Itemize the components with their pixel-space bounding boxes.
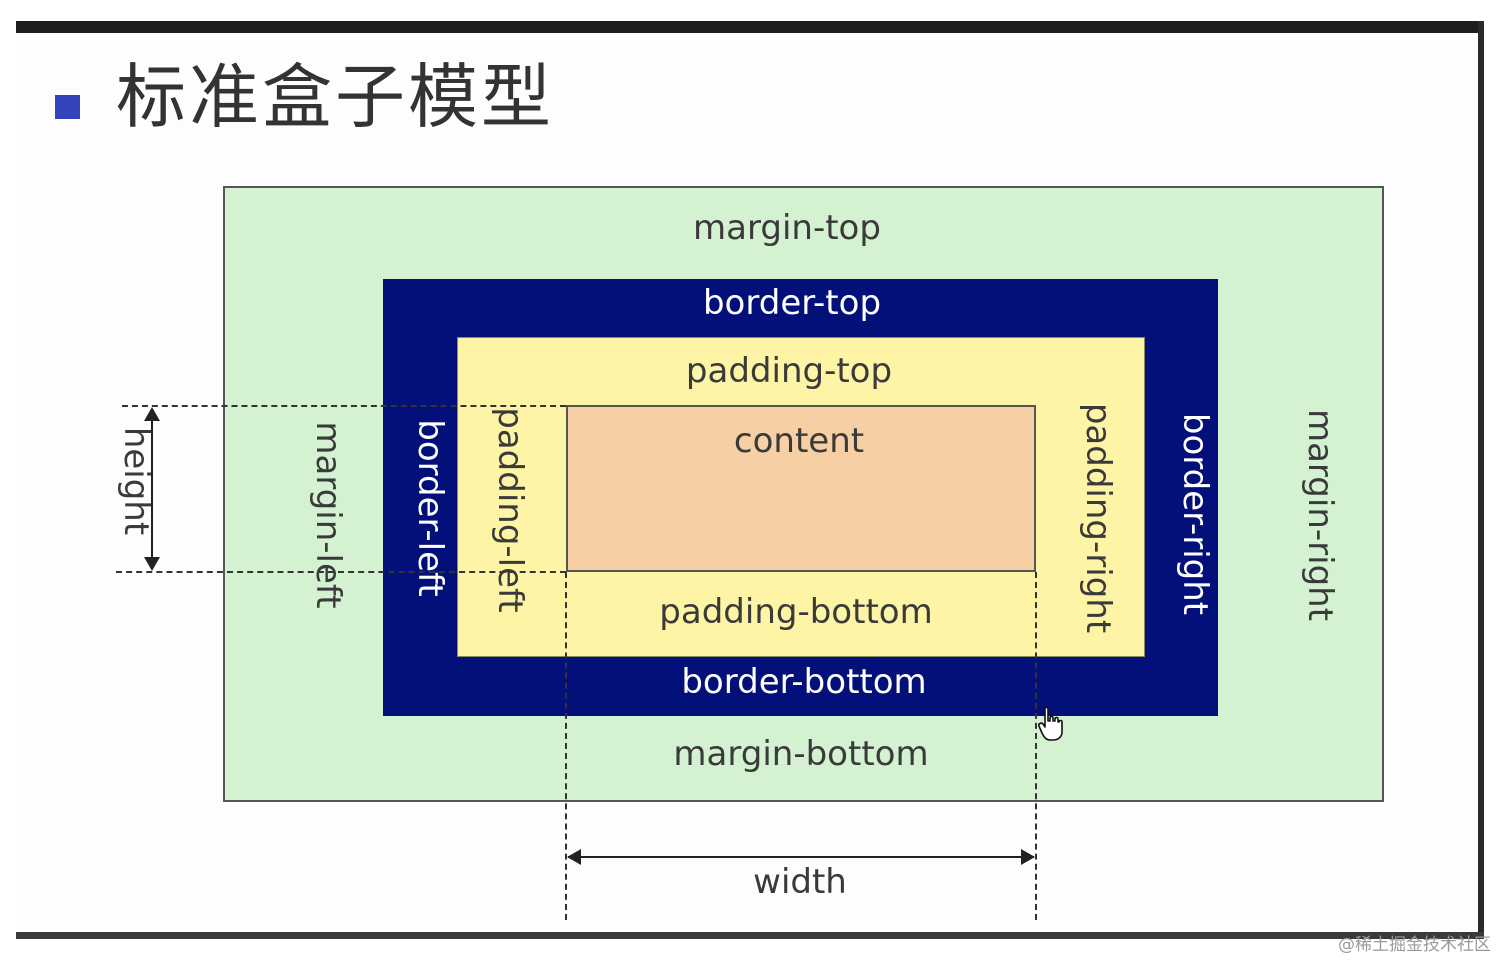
width-guide-right <box>1035 572 1037 920</box>
height-guide-top <box>122 405 566 407</box>
height-label: height <box>116 426 156 536</box>
window-frame-bottom <box>16 932 1484 939</box>
window-frame-top <box>16 21 1484 33</box>
bullet-square-icon <box>55 95 80 119</box>
hand-pointer-icon <box>1038 706 1063 741</box>
height-arrow-down-icon <box>144 557 160 571</box>
border-right-label: border-right <box>1175 412 1215 616</box>
padding-right-label: padding-right <box>1078 402 1118 634</box>
width-arrow-left-icon <box>567 849 581 865</box>
width-guide-left <box>565 572 567 920</box>
padding-top-label: padding-top <box>685 351 893 391</box>
height-arrow-up-icon <box>144 407 160 421</box>
width-label: width <box>753 862 847 902</box>
window-frame-right <box>1478 21 1484 939</box>
border-bottom-label: border-bottom <box>681 662 927 702</box>
content-area <box>566 405 1036 572</box>
width-arrow-line <box>568 856 1034 858</box>
margin-top-label: margin-top <box>693 208 881 248</box>
content-label: content <box>733 421 865 461</box>
width-arrow-right-icon <box>1021 849 1035 865</box>
margin-right-label: margin-right <box>1300 408 1340 622</box>
padding-bottom-label: padding-bottom <box>659 592 933 632</box>
watermark: @稀土掘金技术社区 <box>1338 935 1491 955</box>
height-arrow-line <box>151 410 153 568</box>
margin-left-label: margin-left <box>308 421 348 609</box>
slide-title: 标准盒子模型 <box>116 56 554 138</box>
margin-bottom-label: margin-bottom <box>673 734 929 774</box>
padding-left-label: padding-left <box>490 407 530 613</box>
border-left-label: border-left <box>410 419 450 597</box>
border-top-label: border-top <box>702 283 882 323</box>
height-guide-bottom <box>116 571 566 573</box>
